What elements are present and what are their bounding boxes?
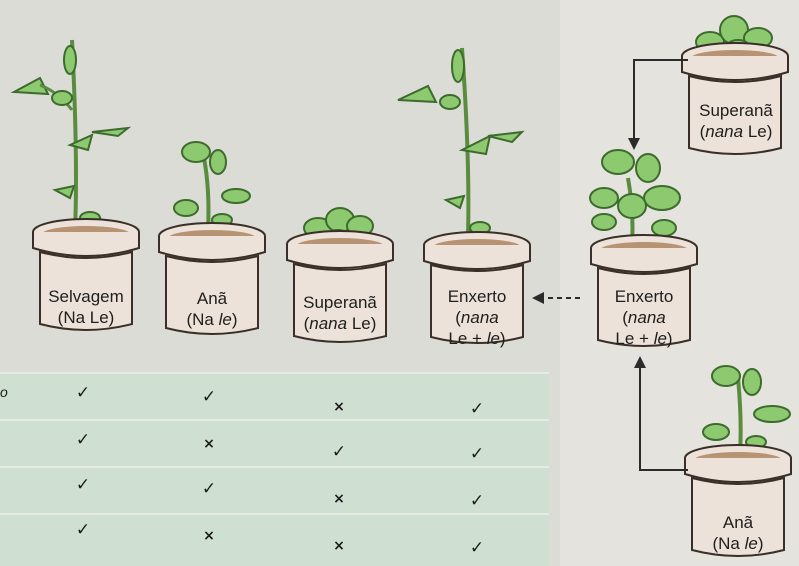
table-row: o ✓ ✓ × ✓ [0,372,549,421]
table-cell: ✓ [194,386,224,408]
table-cell: × [324,488,354,510]
table-cell: ✓ [324,441,354,463]
row-head: o [0,384,10,400]
superdwarf-pot-label: Superanã (nana Le) [292,292,388,334]
graft-left-pot-genotype-1: (nana [429,307,525,328]
graft-right-pot-name: Enxerto [596,286,692,307]
table-cell: × [194,525,224,547]
table-cell: ✓ [462,443,492,465]
table-cell: × [194,433,224,455]
wild-pot-genotype: (Na Le) [38,307,134,328]
results-table: o ✓ ✓ × ✓ ✓ × ✓ ✓ ✓ ✓ × ✓ ✓ × × ✓ [0,372,549,566]
dwarf-pot-name: Anã [164,288,260,309]
table-cell: × [324,535,354,557]
wild-pot-name: Selvagem [38,286,134,307]
graft-left-pot-label: Enxerto (nana Le + le) [429,286,525,349]
dwarf-donor-pot-name: Anã [690,512,786,533]
table-cell: ✓ [68,519,98,541]
superdwarf-donor-pot-genotype: (nana Le) [684,121,788,142]
table-cell: ✓ [68,429,98,451]
dwarf-pot-genotype: (Na le) [164,309,260,330]
dwarf-plant [174,142,250,232]
table-cell: ✓ [194,478,224,500]
table-cell: ✓ [68,382,98,404]
graft-left-plant [398,48,522,236]
superdwarf-donor-pot-name: Superanã [684,100,788,121]
table-cell: ✓ [462,537,492,559]
superdwarf-donor-pot-label: Superanã (nana Le) [684,100,788,142]
dwarf-pot-label: Anã (Na le) [164,288,260,330]
table-row: ✓ × ✓ ✓ [0,419,549,468]
table-cell: ✓ [462,490,492,512]
graft-left-pot-genotype-2: Le + le) [429,328,525,349]
wild-pot-label: Selvagem (Na Le) [38,286,134,328]
table-row: ✓ ✓ × ✓ [0,466,549,515]
dwarf-donor-pot-label: Anã (Na le) [690,512,786,554]
superdwarf-pot-name: Superanã [292,292,388,313]
graft-left-pot-name: Enxerto [429,286,525,307]
graft-right-pot-genotype-2: Le + le) [596,328,692,349]
graft-right-pot-genotype-1: (nana [596,307,692,328]
table-cell: ✓ [68,474,98,496]
table-cell: × [324,396,354,418]
dwarf-donor-pot-genotype: (Na le) [690,533,786,554]
superdwarf-pot-genotype: (nana Le) [292,313,388,334]
wild-plant [14,40,128,230]
table-row: ✓ × × ✓ [0,513,549,562]
table-cell: ✓ [462,398,492,420]
graft-right-pot-label: Enxerto (nana Le + le) [596,286,692,349]
